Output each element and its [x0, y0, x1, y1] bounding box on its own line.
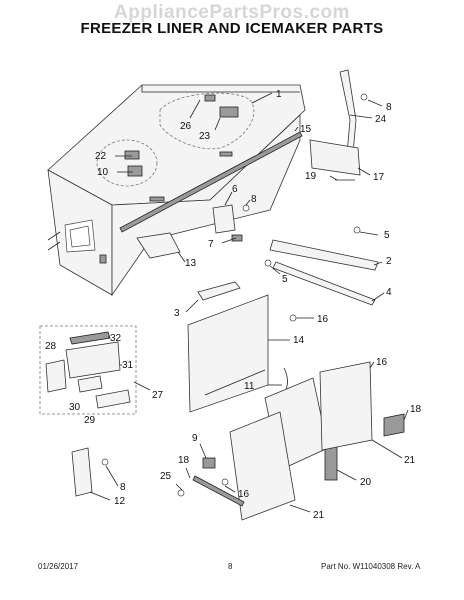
callout-8a: 8 — [386, 102, 392, 113]
icemaker-assembly-box — [39, 325, 137, 415]
part-28[interactable] — [45, 359, 67, 393]
part-18-lower[interactable] — [192, 475, 245, 507]
icemaker-wire-area — [96, 139, 158, 187]
callout-27: 27 — [152, 390, 164, 401]
callout-32: 32 — [110, 333, 122, 344]
callout-10: 10 — [97, 167, 109, 178]
callout-6: 6 — [232, 184, 238, 195]
callout-31: 31 — [122, 360, 134, 371]
callout-25: 25 — [160, 471, 172, 482]
callout-15: 15 — [300, 124, 312, 135]
part-10[interactable] — [127, 165, 143, 177]
part-4-rail[interactable] — [272, 261, 376, 306]
callout-23: 23 — [199, 131, 211, 142]
part-32[interactable] — [69, 331, 111, 345]
callout-11: 11 — [244, 381, 255, 392]
leader-lines — [89, 92, 409, 513]
part-5-screw-b[interactable] — [264, 259, 272, 267]
callout-16c: 16 — [238, 489, 250, 500]
part-15-rail[interactable] — [119, 131, 303, 233]
part-30[interactable] — [77, 375, 103, 393]
callout-13: 13 — [185, 258, 197, 269]
callout-18a: 18 — [410, 404, 422, 415]
watermark: AppliancePartsPros.com — [114, 2, 350, 23]
page-title: FREEZER LINER AND ICEMAKER PARTS — [80, 20, 384, 37]
footer-part-number: Part No. W11040308 Rev. A — [321, 562, 421, 571]
part-16-bracket[interactable] — [319, 361, 373, 451]
callout-16a: 16 — [317, 314, 329, 325]
callout-16b: 16 — [376, 357, 388, 368]
part-13-fan[interactable] — [136, 232, 181, 259]
callout-17: 17 — [373, 172, 385, 183]
part-18-right[interactable] — [383, 413, 405, 437]
callout-20: 20 — [360, 477, 372, 488]
callout-21a: 21 — [404, 455, 416, 466]
callout-7: 7 — [208, 239, 214, 250]
callout-12: 12 — [114, 496, 126, 507]
callout-8c: 8 — [120, 482, 126, 493]
part-26[interactable] — [204, 94, 216, 102]
part-16-screw[interactable] — [289, 314, 297, 322]
callout-24: 24 — [375, 114, 387, 125]
part-31-icemaker[interactable] — [65, 341, 121, 379]
part-8-screw[interactable] — [360, 93, 368, 101]
callout-4: 4 — [386, 287, 392, 298]
part-16-screw-lower[interactable] — [221, 478, 229, 486]
callout-14: 14 — [293, 335, 305, 346]
callout-8b: 8 — [251, 194, 257, 205]
part-12-bracket[interactable] — [71, 447, 93, 497]
callout-28: 28 — [45, 341, 57, 352]
footer-date: 01/26/2017 — [38, 562, 79, 571]
part-6-module[interactable] — [212, 204, 236, 234]
part-17-bracket[interactable] — [309, 139, 361, 176]
callout-22: 22 — [95, 151, 107, 162]
part-8-screw-lower[interactable] — [101, 458, 109, 466]
part-2-rail[interactable] — [269, 239, 379, 271]
part-22[interactable] — [124, 150, 140, 160]
part-7[interactable] — [231, 234, 243, 242]
callout-19: 19 — [305, 171, 317, 182]
part-5-screw-a[interactable] — [353, 226, 361, 234]
part-3-handle[interactable] — [197, 281, 241, 301]
part-21-panel[interactable] — [229, 411, 296, 521]
part-14-panel[interactable] — [187, 294, 269, 413]
callout-2: 2 — [386, 256, 392, 267]
part-9[interactable] — [202, 457, 216, 469]
callout-21b: 21 — [313, 510, 325, 521]
callout-1: 1 — [276, 89, 282, 100]
part-23[interactable] — [219, 106, 239, 118]
callout-5b: 5 — [282, 274, 288, 285]
callout-3: 3 — [174, 308, 180, 319]
footer-page-number: 8 — [228, 562, 233, 571]
callout-29: 29 — [84, 415, 96, 426]
part-8-fastener[interactable] — [242, 204, 250, 212]
callout-9: 9 — [192, 433, 198, 444]
callout-30: 30 — [69, 402, 81, 413]
callout-5a: 5 — [384, 230, 390, 241]
callout-18b: 18 — [178, 455, 190, 466]
callout-26: 26 — [180, 121, 192, 132]
part-25-screw[interactable] — [177, 489, 185, 497]
part-29[interactable] — [95, 389, 131, 409]
